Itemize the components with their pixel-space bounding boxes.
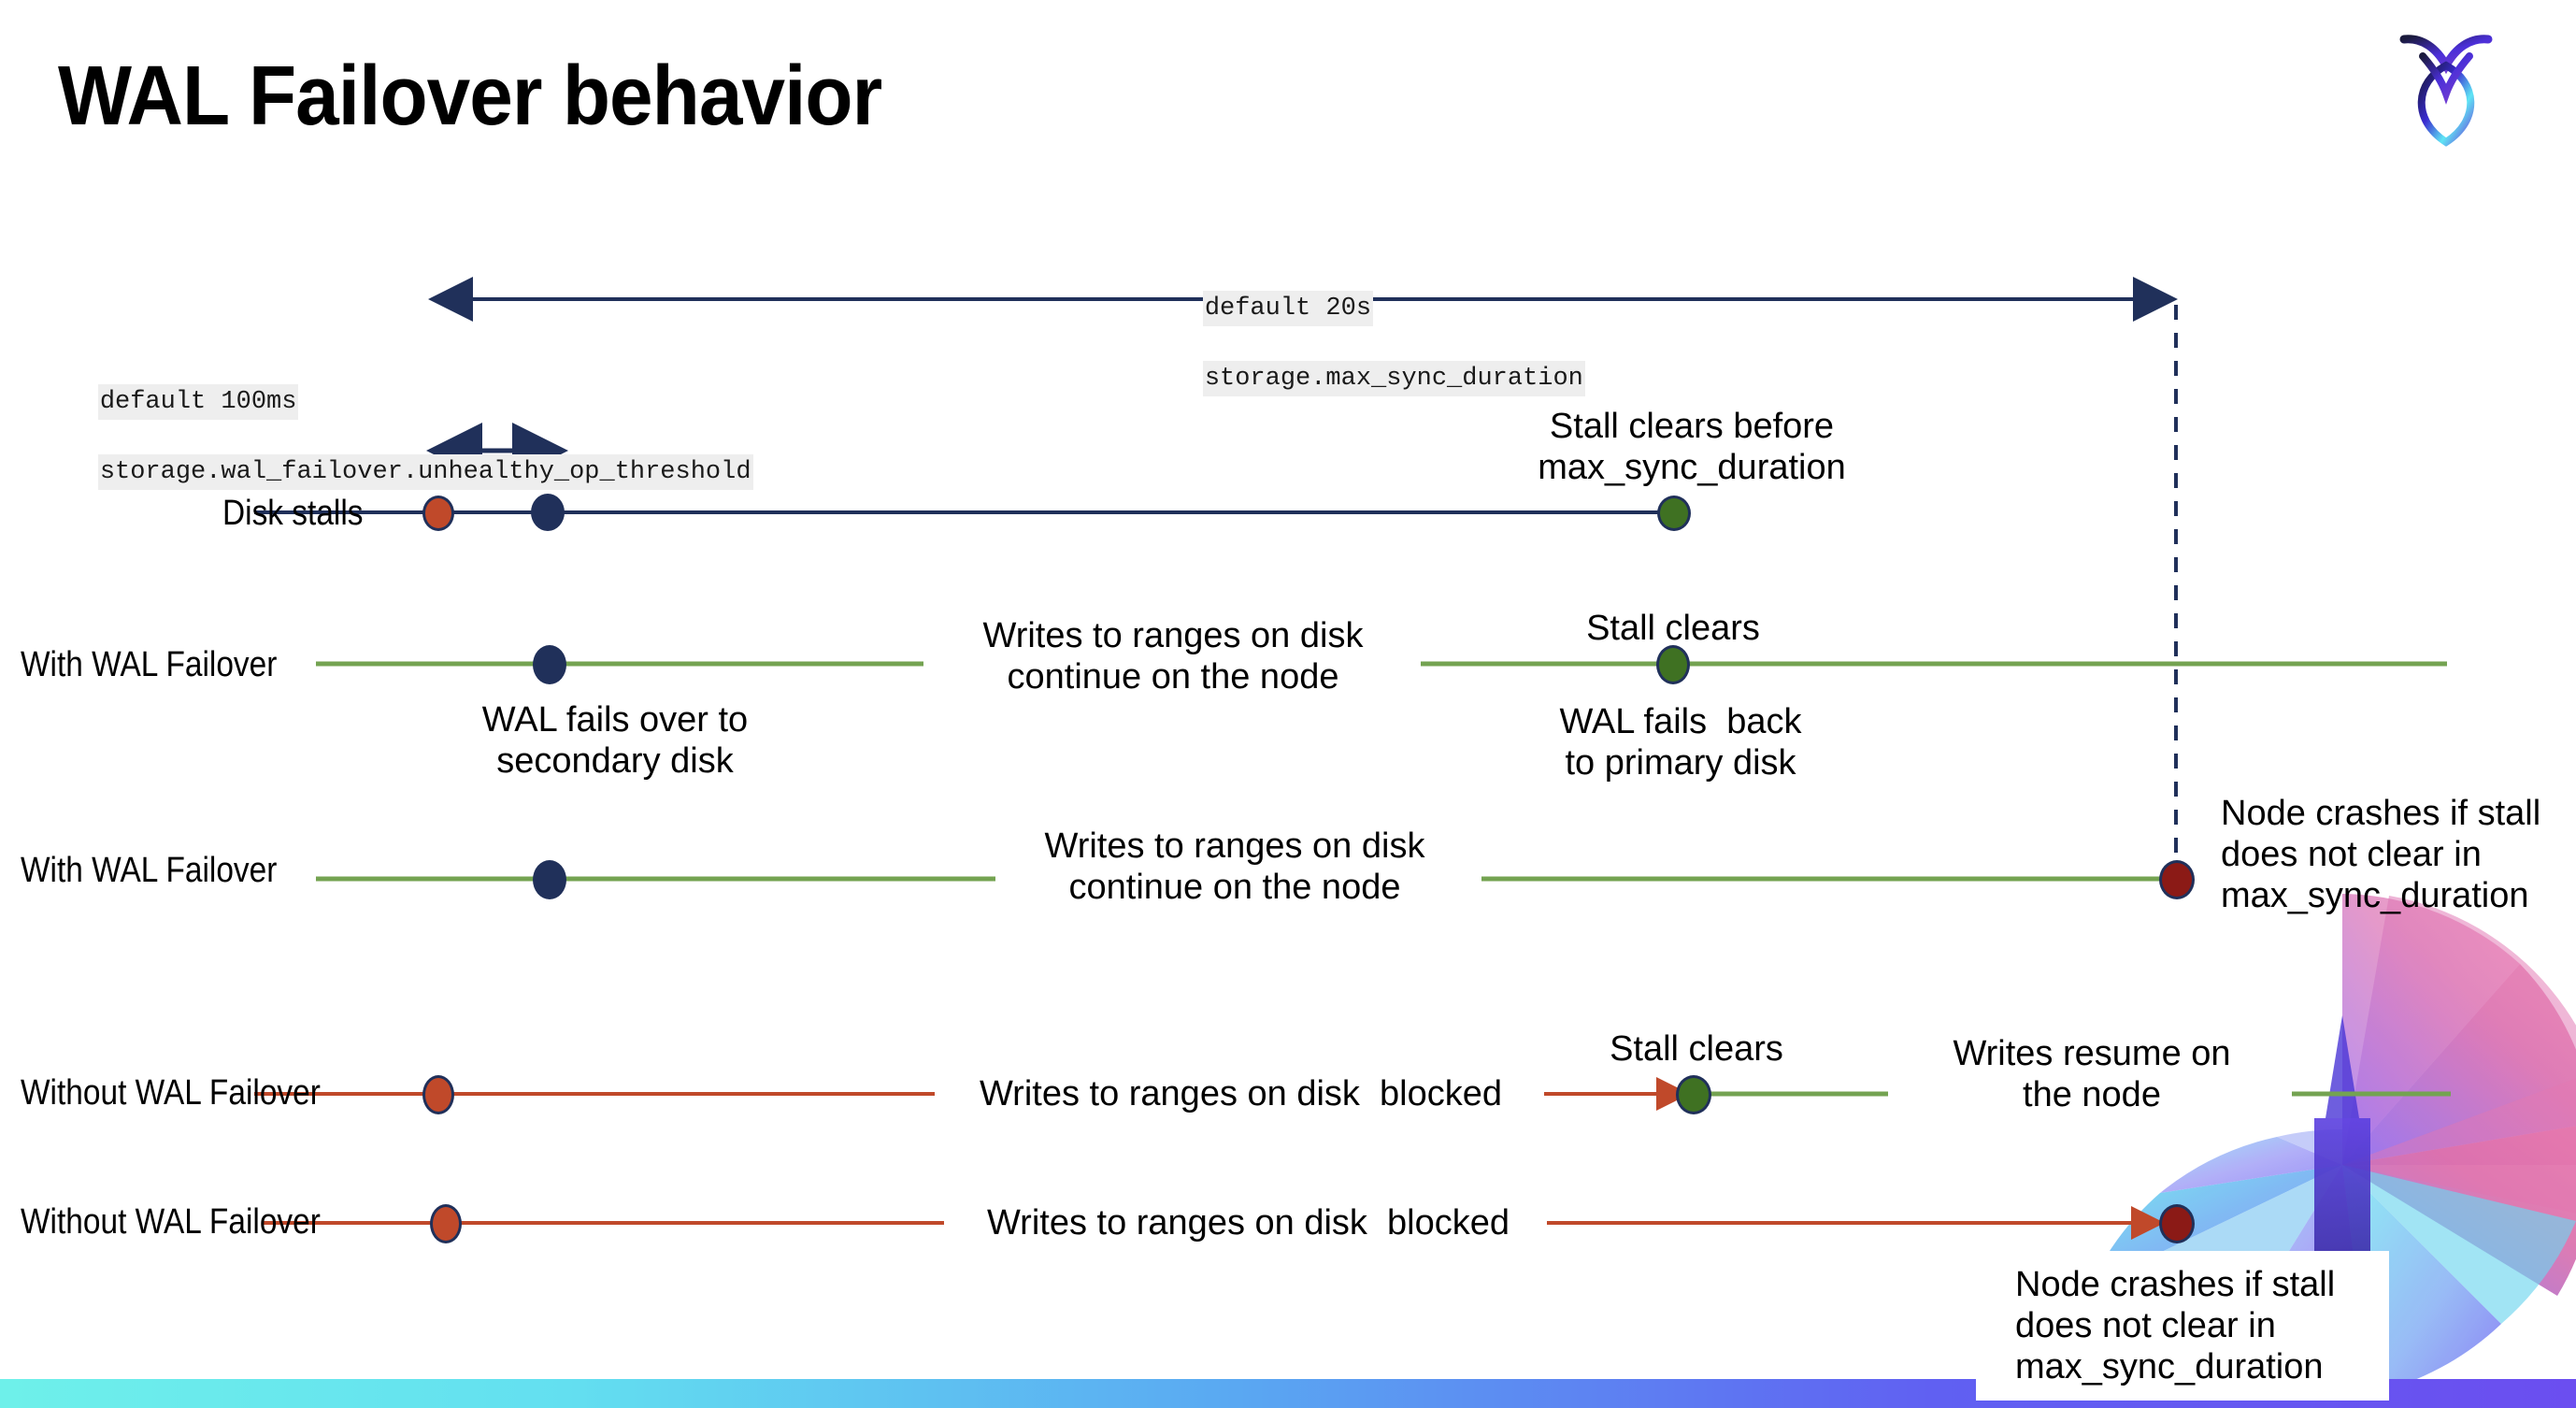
note-wal-fails-over: WAL fails over to secondary disk xyxy=(481,700,749,782)
row-label-with-wal-failover-2: With WAL Failover xyxy=(21,851,278,890)
marker-node-crash-1 xyxy=(2159,860,2195,899)
annotation-max-sync-default: default 20s xyxy=(1202,291,1374,327)
note-node-crashes-2-backdrop xyxy=(1976,1251,2389,1401)
row-label-disk-stalls: Disk stalls xyxy=(222,494,364,533)
marker-stall-cleared xyxy=(1657,496,1691,531)
note-node-crashes-1: Node crashes if stall does not clear in … xyxy=(2221,794,2541,916)
marker-wal-failover-2 xyxy=(533,860,566,899)
marker-node-crash-2 xyxy=(2159,1204,2195,1243)
note-node-crashes-2: Node crashes if stall does not clear in … xyxy=(2015,1265,2336,1387)
marker-wal-failover xyxy=(533,645,566,684)
note-stall-clears-1: Stall clears xyxy=(1586,609,1760,648)
marker-stall-start-4 xyxy=(430,1204,462,1243)
marker-stall-cleared-3 xyxy=(1676,1075,1711,1114)
row-label-with-wal-failover-1: With WAL Failover xyxy=(21,645,278,684)
row-label-without-wal-failover-1: Without WAL Failover xyxy=(21,1073,321,1113)
annotation-unhealthy-default: default 100ms xyxy=(97,384,299,421)
marker-stall-start-3 xyxy=(422,1075,454,1114)
cockroachdb-logo-icon xyxy=(2399,35,2493,147)
note-writes-resume: Writes resume on the node xyxy=(1953,1034,2231,1115)
note-stall-clears-before: Stall clears before max_sync_duration xyxy=(1538,407,1846,488)
annotation-max-sync-duration: default 20s storage.max_sync_duration xyxy=(1142,257,1585,430)
note-stall-clears-2: Stall clears xyxy=(1610,1029,1783,1069)
note-writes-blocked-1: Writes to ranges on disk blocked xyxy=(979,1074,1502,1113)
note-writes-continue-2: Writes to ranges on disk continue on the… xyxy=(1044,826,1425,908)
marker-stall-start xyxy=(422,496,454,531)
note-wal-fails-back: WAL fails back to primary disk xyxy=(1559,702,1802,783)
annotation-unhealthy-setting: storage.wal_failover.unhealthy_op_thresh… xyxy=(97,453,753,490)
page-title: WAL Failover behavior xyxy=(58,50,882,143)
note-writes-continue-1: Writes to ranges on disk continue on the… xyxy=(982,616,1364,697)
row-label-without-wal-failover-2: Without WAL Failover xyxy=(21,1202,321,1242)
annotation-unhealthy-op-threshold: default 100ms storage.wal_failover.unhea… xyxy=(37,351,753,524)
annotation-max-sync-setting: storage.max_sync_duration xyxy=(1202,360,1585,396)
note-writes-blocked-2: Writes to ranges on disk blocked xyxy=(986,1203,1510,1243)
marker-wal-failback xyxy=(1656,645,1690,684)
marker-unhealthy-threshold xyxy=(531,494,565,531)
